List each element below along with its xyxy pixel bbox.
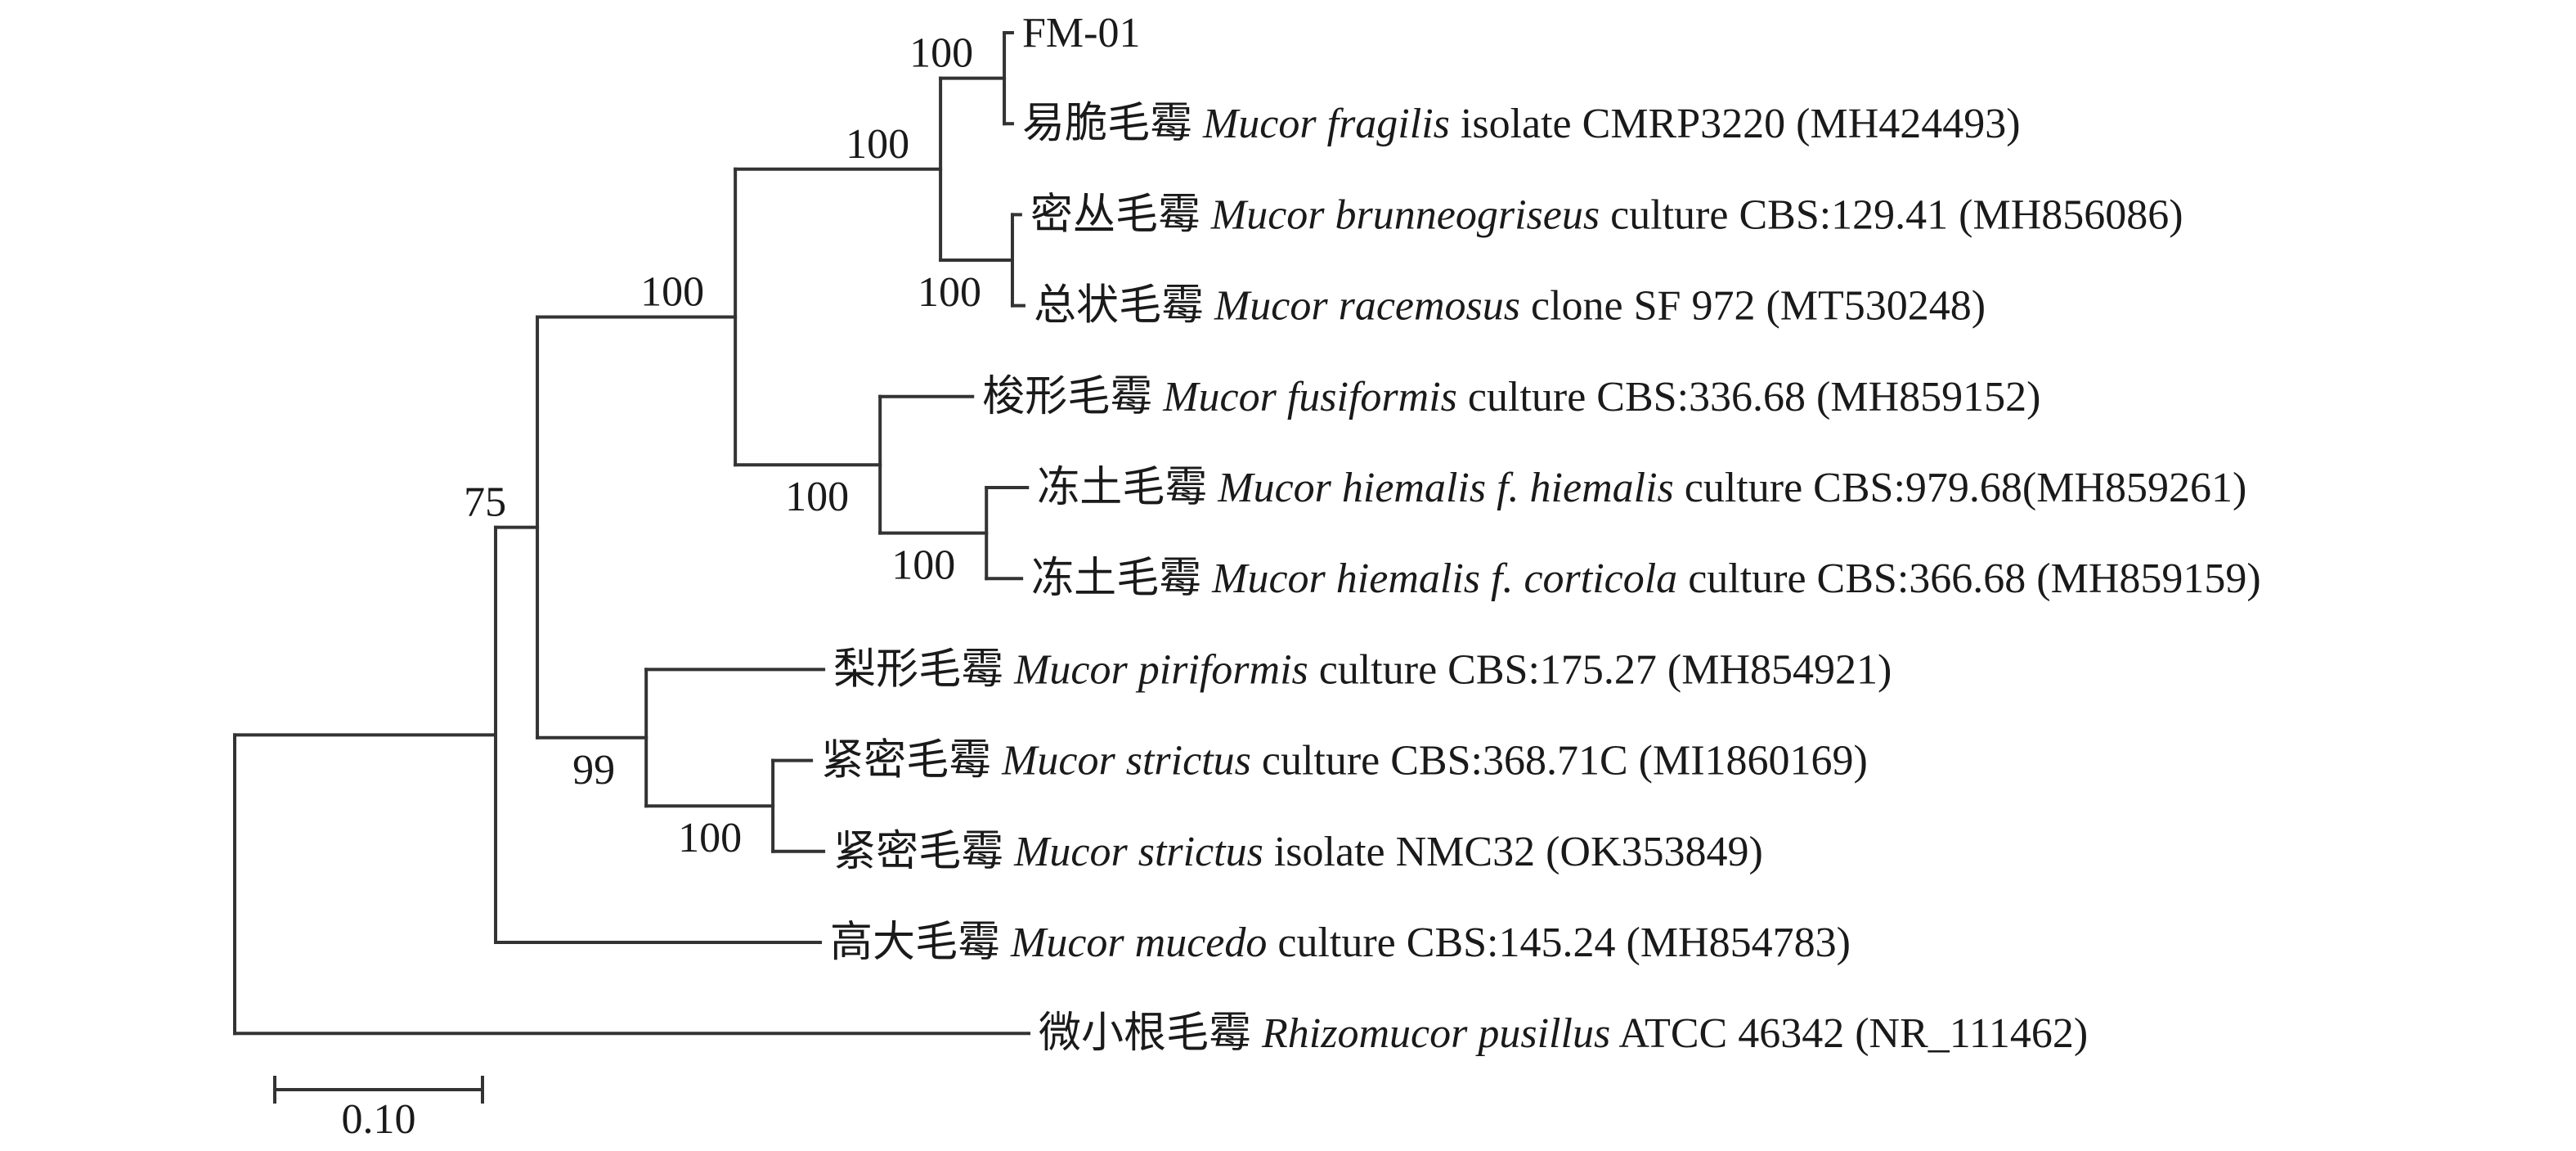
bootstrap-value: 75 — [464, 479, 506, 526]
taxon-label: 紧密毛霉 Mucor strictus culture CBS:368.71C … — [821, 738, 1868, 785]
strain-accession: culture CBS:336.68 (MH859152) — [1457, 374, 2041, 420]
scale-bar: 0.10 — [273, 1076, 484, 1143]
chinese-name: 高大毛霉 — [830, 919, 1000, 966]
taxon-label: 紧密毛霉 Mucor strictus isolate NMC32 (OK353… — [833, 829, 1763, 875]
chinese-name: 总状毛霉 — [1034, 283, 1204, 330]
chinese-name: 梭形毛霉 — [982, 374, 1152, 420]
scale-bar-label: 0.10 — [342, 1096, 416, 1143]
bootstrap-value: 100 — [846, 121, 909, 168]
chinese-name: 冻土毛霉 — [1031, 555, 1201, 602]
species-name: Mucor hiemalis f. hiemalis — [1207, 465, 1674, 511]
chinese-name: 紧密毛霉 — [833, 829, 1003, 875]
chinese-name: 密丛毛霉 — [1030, 191, 1200, 238]
strain-accession: culture CBS:175.27 (MH854921) — [1308, 646, 1892, 693]
chinese-name: 紧密毛霉 — [821, 738, 991, 785]
bootstrap-value: 99 — [572, 747, 615, 794]
species-name: Rhizomucor pusillus — [1251, 1010, 1610, 1057]
chinese-name: 梨形毛霉 — [833, 646, 1003, 693]
strain-accession: culture CBS:979.68(MH859261) — [1674, 465, 2247, 511]
taxon-label: 梨形毛霉 Mucor piriformis culture CBS:175.27… — [833, 646, 1892, 693]
strain-accession: culture CBS:368.71C (MI1860169) — [1251, 738, 1868, 785]
chinese-name: 易脆毛霉 — [1022, 101, 1192, 147]
strain-accession: culture CBS:145.24 (MH854783) — [1267, 919, 1851, 966]
species-name: Mucor hiemalis f. corticola — [1201, 555, 1677, 602]
species-name: Mucor strictus — [991, 738, 1251, 785]
taxon-label: 高大毛霉 Mucor mucedo culture CBS:145.24 (MH… — [830, 919, 1851, 966]
taxon-label: 密丛毛霉 Mucor brunneogriseus culture CBS:12… — [1030, 191, 2183, 238]
chinese-name: 冻土毛霉 — [1037, 465, 1207, 511]
species-name: Mucor racemosus — [1204, 283, 1520, 330]
strain-accession: culture CBS:129.41 (MH856086) — [1600, 191, 2183, 238]
bootstrap-value: 100 — [678, 815, 742, 861]
strain-accession: isolate CMRP3220 (MH424493) — [1450, 101, 2021, 147]
taxon-label: FM-01 — [1022, 10, 1140, 56]
species-name: Mucor fragilis — [1192, 101, 1450, 147]
strain-accession: FM-01 — [1022, 10, 1140, 56]
bootstrap-value: 100 — [918, 269, 981, 316]
chinese-name: 微小根毛霉 — [1039, 1010, 1251, 1057]
strain-accession: clone SF 972 (MT530248) — [1520, 283, 1986, 330]
species-name: Mucor fusiformis — [1152, 374, 1457, 420]
taxon-label: 微小根毛霉 Rhizomucor pusillus ATCC 46342 (NR… — [1039, 1010, 2088, 1057]
taxon-label: 冻土毛霉 Mucor hiemalis f. hiemalis culture … — [1037, 465, 2246, 511]
taxon-label: 梭形毛霉 Mucor fusiformis culture CBS:336.68… — [982, 374, 2040, 420]
taxon-label: 易脆毛霉 Mucor fragilis isolate CMRP3220 (MH… — [1022, 101, 2021, 147]
species-name: Mucor brunneogriseus — [1200, 191, 1600, 238]
bootstrap-value: 100 — [640, 269, 704, 316]
species-name: Mucor piriformis — [1003, 646, 1308, 693]
taxon-label: 总状毛霉 Mucor racemosus clone SF 972 (MT530… — [1034, 283, 1986, 330]
bootstrap-value: 100 — [785, 474, 849, 520]
taxon-labels: FM-01 易脆毛霉 Mucor fragilis isolate CMRP322… — [821, 10, 2261, 1057]
strain-accession: isolate NMC32 (OK353849) — [1263, 829, 1763, 875]
bootstrap-value: 100 — [891, 542, 955, 589]
strain-accession: ATCC 46342 (NR_111462) — [1610, 1010, 2088, 1057]
bootstrap-value: 100 — [909, 30, 973, 77]
strain-accession: culture CBS:366.68 (MH859159) — [1677, 555, 2261, 602]
taxon-label: 冻土毛霉 Mucor hiemalis f. corticola culture… — [1031, 555, 2261, 602]
species-name: Mucor strictus — [1003, 829, 1263, 875]
species-name: Mucor mucedo — [1000, 919, 1267, 966]
tree-branches — [233, 31, 1031, 1036]
